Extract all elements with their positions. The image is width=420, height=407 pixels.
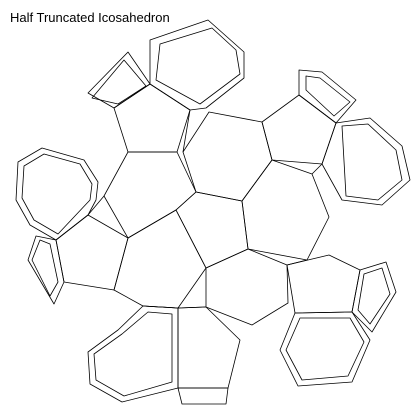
vertex-flap-top-right-inner bbox=[305, 75, 351, 117]
pentagon-left bbox=[55, 214, 129, 291]
vertex-flap-top bbox=[149, 19, 245, 111]
vertex-flap-bottom-left-inner bbox=[93, 311, 173, 397]
vertex-flap-bottom-right-inner bbox=[285, 317, 365, 381]
pentagon-top-left bbox=[113, 83, 191, 153]
vertex-flap-far-right bbox=[351, 261, 397, 333]
vertex-flap-bottom-left bbox=[87, 305, 179, 403]
vertex-flap-right-inner bbox=[341, 123, 403, 201]
hexagon-bottom-right bbox=[205, 248, 289, 326]
vertex-flap-bottom-right bbox=[279, 311, 371, 387]
vertex-flap-far-left bbox=[27, 235, 65, 305]
vertex-flap-top-inner bbox=[155, 27, 241, 105]
vertex-flap-right bbox=[321, 117, 411, 206]
vertex-flap-far-left-inner bbox=[31, 239, 59, 297]
hexagon-top-middle bbox=[182, 111, 273, 202]
pentagon-right bbox=[286, 254, 361, 314]
vertex-flap-far-right-inner bbox=[357, 267, 391, 325]
vertex-flap-top-right bbox=[298, 69, 357, 124]
pentagon-top-right bbox=[261, 94, 337, 165]
vertex-flap-top-left-inner bbox=[91, 59, 147, 105]
vertex-flap-left bbox=[15, 147, 99, 241]
pentagon-bottom bbox=[177, 306, 241, 389]
hexagon-left bbox=[113, 209, 207, 309]
vertex-flap-left-inner bbox=[21, 153, 93, 235]
central-pentagon bbox=[175, 191, 249, 269]
vertex-flap-bottom bbox=[177, 387, 229, 405]
hexagon-right bbox=[241, 159, 330, 261]
connector-edges bbox=[87, 109, 323, 309]
diagram-title: Half Truncated Icosahedron bbox=[10, 10, 170, 25]
